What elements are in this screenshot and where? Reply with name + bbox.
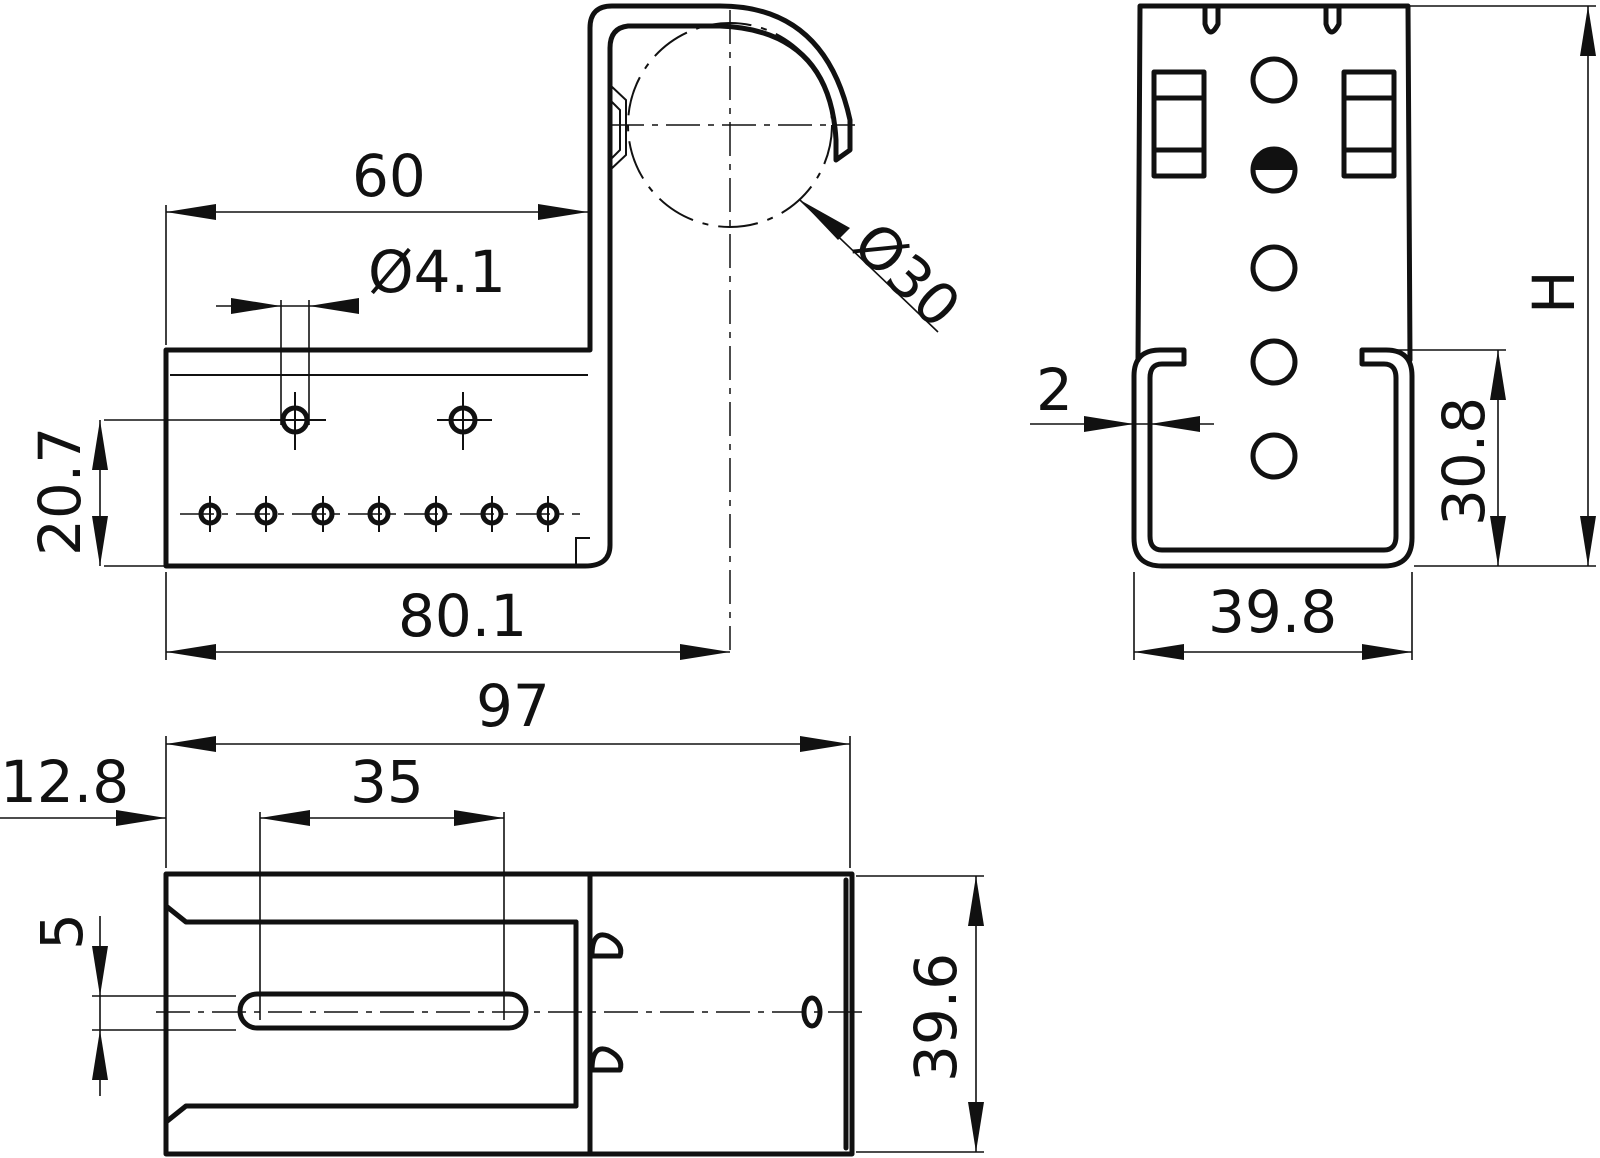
dim-39-8: 39.8 bbox=[1133, 572, 1413, 660]
dim-H: H bbox=[1410, 5, 1596, 567]
side-taper-outline bbox=[1135, 3, 1413, 363]
top-plate-flange-bottom bbox=[163, 1103, 579, 1125]
top-clip-lower bbox=[589, 1046, 624, 1073]
side-top-notch-left bbox=[1202, 3, 1221, 35]
top-clip-upper bbox=[589, 932, 624, 959]
dim-hole-diameter: Ø4.1 bbox=[216, 238, 506, 425]
side-view: 2 30.8 H 39.8 bbox=[1030, 3, 1596, 660]
dim-39-6-label: 39.6 bbox=[902, 953, 970, 1082]
dim-5-label: 5 bbox=[28, 913, 96, 950]
top-slot bbox=[237, 991, 529, 1031]
dim-97: 97 bbox=[165, 672, 851, 868]
top-plate-flange-top bbox=[163, 903, 579, 925]
side-clip-right bbox=[1341, 69, 1397, 179]
dim-60: 60 bbox=[165, 142, 588, 345]
dim-39-8-label: 39.8 bbox=[1208, 578, 1337, 646]
side-channel-outer bbox=[1131, 347, 1415, 569]
small-holes-row bbox=[180, 496, 580, 532]
front-bend bbox=[575, 537, 590, 566]
dim-pipe-diameter: Ø30 bbox=[799, 199, 973, 341]
dim-35: 35 bbox=[259, 748, 505, 1020]
dim-80-1: 80.1 bbox=[165, 572, 730, 660]
dim-H-label: H bbox=[1520, 270, 1588, 314]
dim-20-7-label: 20.7 bbox=[26, 427, 94, 556]
front-view: 60 Ø4.1 Ø30 20.7 bbox=[26, 3, 973, 660]
top-arm-outline bbox=[587, 871, 855, 1157]
side-holes bbox=[1250, 56, 1298, 480]
dim-35-label: 35 bbox=[350, 748, 424, 816]
dim-12-8: 12.8 bbox=[0, 748, 166, 826]
dim-80-1-label: 80.1 bbox=[398, 582, 527, 650]
side-top-notch-right bbox=[1323, 3, 1342, 35]
dim-pipe-diameter-label: Ø30 bbox=[840, 209, 973, 341]
dim-20-7: 20.7 bbox=[26, 419, 300, 567]
dim-30-8-label: 30.8 bbox=[1430, 397, 1498, 526]
dim-30-8: 30.8 bbox=[1390, 349, 1506, 567]
dim-12-8-label: 12.8 bbox=[0, 748, 129, 816]
front-clip-detail bbox=[609, 84, 627, 171]
dim-2: 2 bbox=[1030, 356, 1214, 432]
top-view: 97 12.8 35 5 bbox=[0, 672, 984, 1157]
mount-holes bbox=[270, 392, 492, 450]
dim-hole-diameter-label: Ø4.1 bbox=[368, 238, 506, 306]
dim-39-6: 39.6 bbox=[856, 875, 984, 1153]
dim-60-label: 60 bbox=[352, 142, 426, 210]
side-clip-left bbox=[1151, 69, 1207, 179]
dim-2-label: 2 bbox=[1036, 356, 1073, 424]
front-plate-outline bbox=[163, 3, 853, 569]
dim-97-label: 97 bbox=[476, 672, 550, 740]
dim-5: 5 bbox=[28, 913, 236, 1096]
